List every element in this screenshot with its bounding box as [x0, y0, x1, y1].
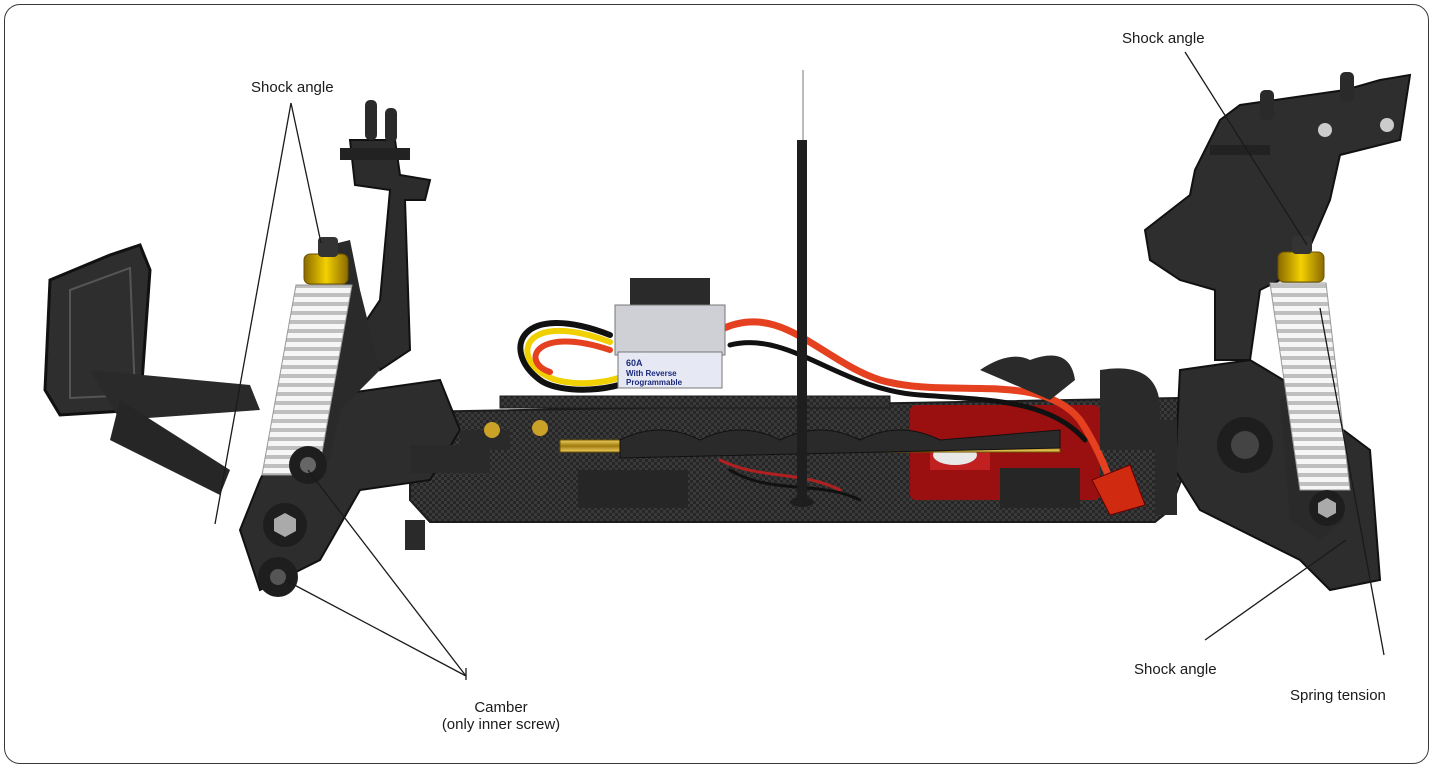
esc-rating-text: 60A: [626, 358, 643, 368]
motor-mount: [1000, 468, 1080, 508]
leader-lines: [214, 51, 1385, 680]
t-plug-connector: [1091, 464, 1146, 516]
label-shock-angle-front: Shock angle: [251, 79, 334, 96]
battery-strap: [619, 429, 1061, 459]
leader-front-shock-angle-b: [214, 102, 292, 525]
label-shock-angle-rear-bottom: Shock angle: [1134, 661, 1217, 678]
esc-line2-text: Programmable: [626, 378, 683, 387]
label-camber-line2: (only inner screw): [441, 716, 561, 733]
leader-camber-a: [307, 469, 467, 677]
leader-rear-shock-angle-top: [1184, 51, 1308, 246]
wires: [517, 318, 1119, 502]
leader-front-shock-angle-a: [290, 102, 322, 244]
leader-rear-shock-angle-bottom: [1204, 539, 1347, 641]
label-shock-angle-rear-top: Shock angle: [1122, 30, 1205, 47]
front-suspension: [43, 100, 548, 597]
leader-camber-b: [284, 579, 467, 677]
esc-line1-text: With Reverse: [626, 369, 677, 378]
leader-spring-tension: [1319, 307, 1385, 656]
label-camber: Camber (only inner screw): [421, 699, 581, 733]
motor-wire-tube: [980, 355, 1075, 400]
esc-unit: 60A With Reverse Programmable: [614, 278, 726, 389]
antenna: [790, 70, 814, 507]
servo: [578, 470, 688, 508]
rear-suspension: [1143, 72, 1412, 592]
label-spring-tension: Spring tension: [1290, 687, 1386, 704]
label-camber-line1: Camber: [474, 699, 528, 716]
motor: [1100, 368, 1160, 450]
